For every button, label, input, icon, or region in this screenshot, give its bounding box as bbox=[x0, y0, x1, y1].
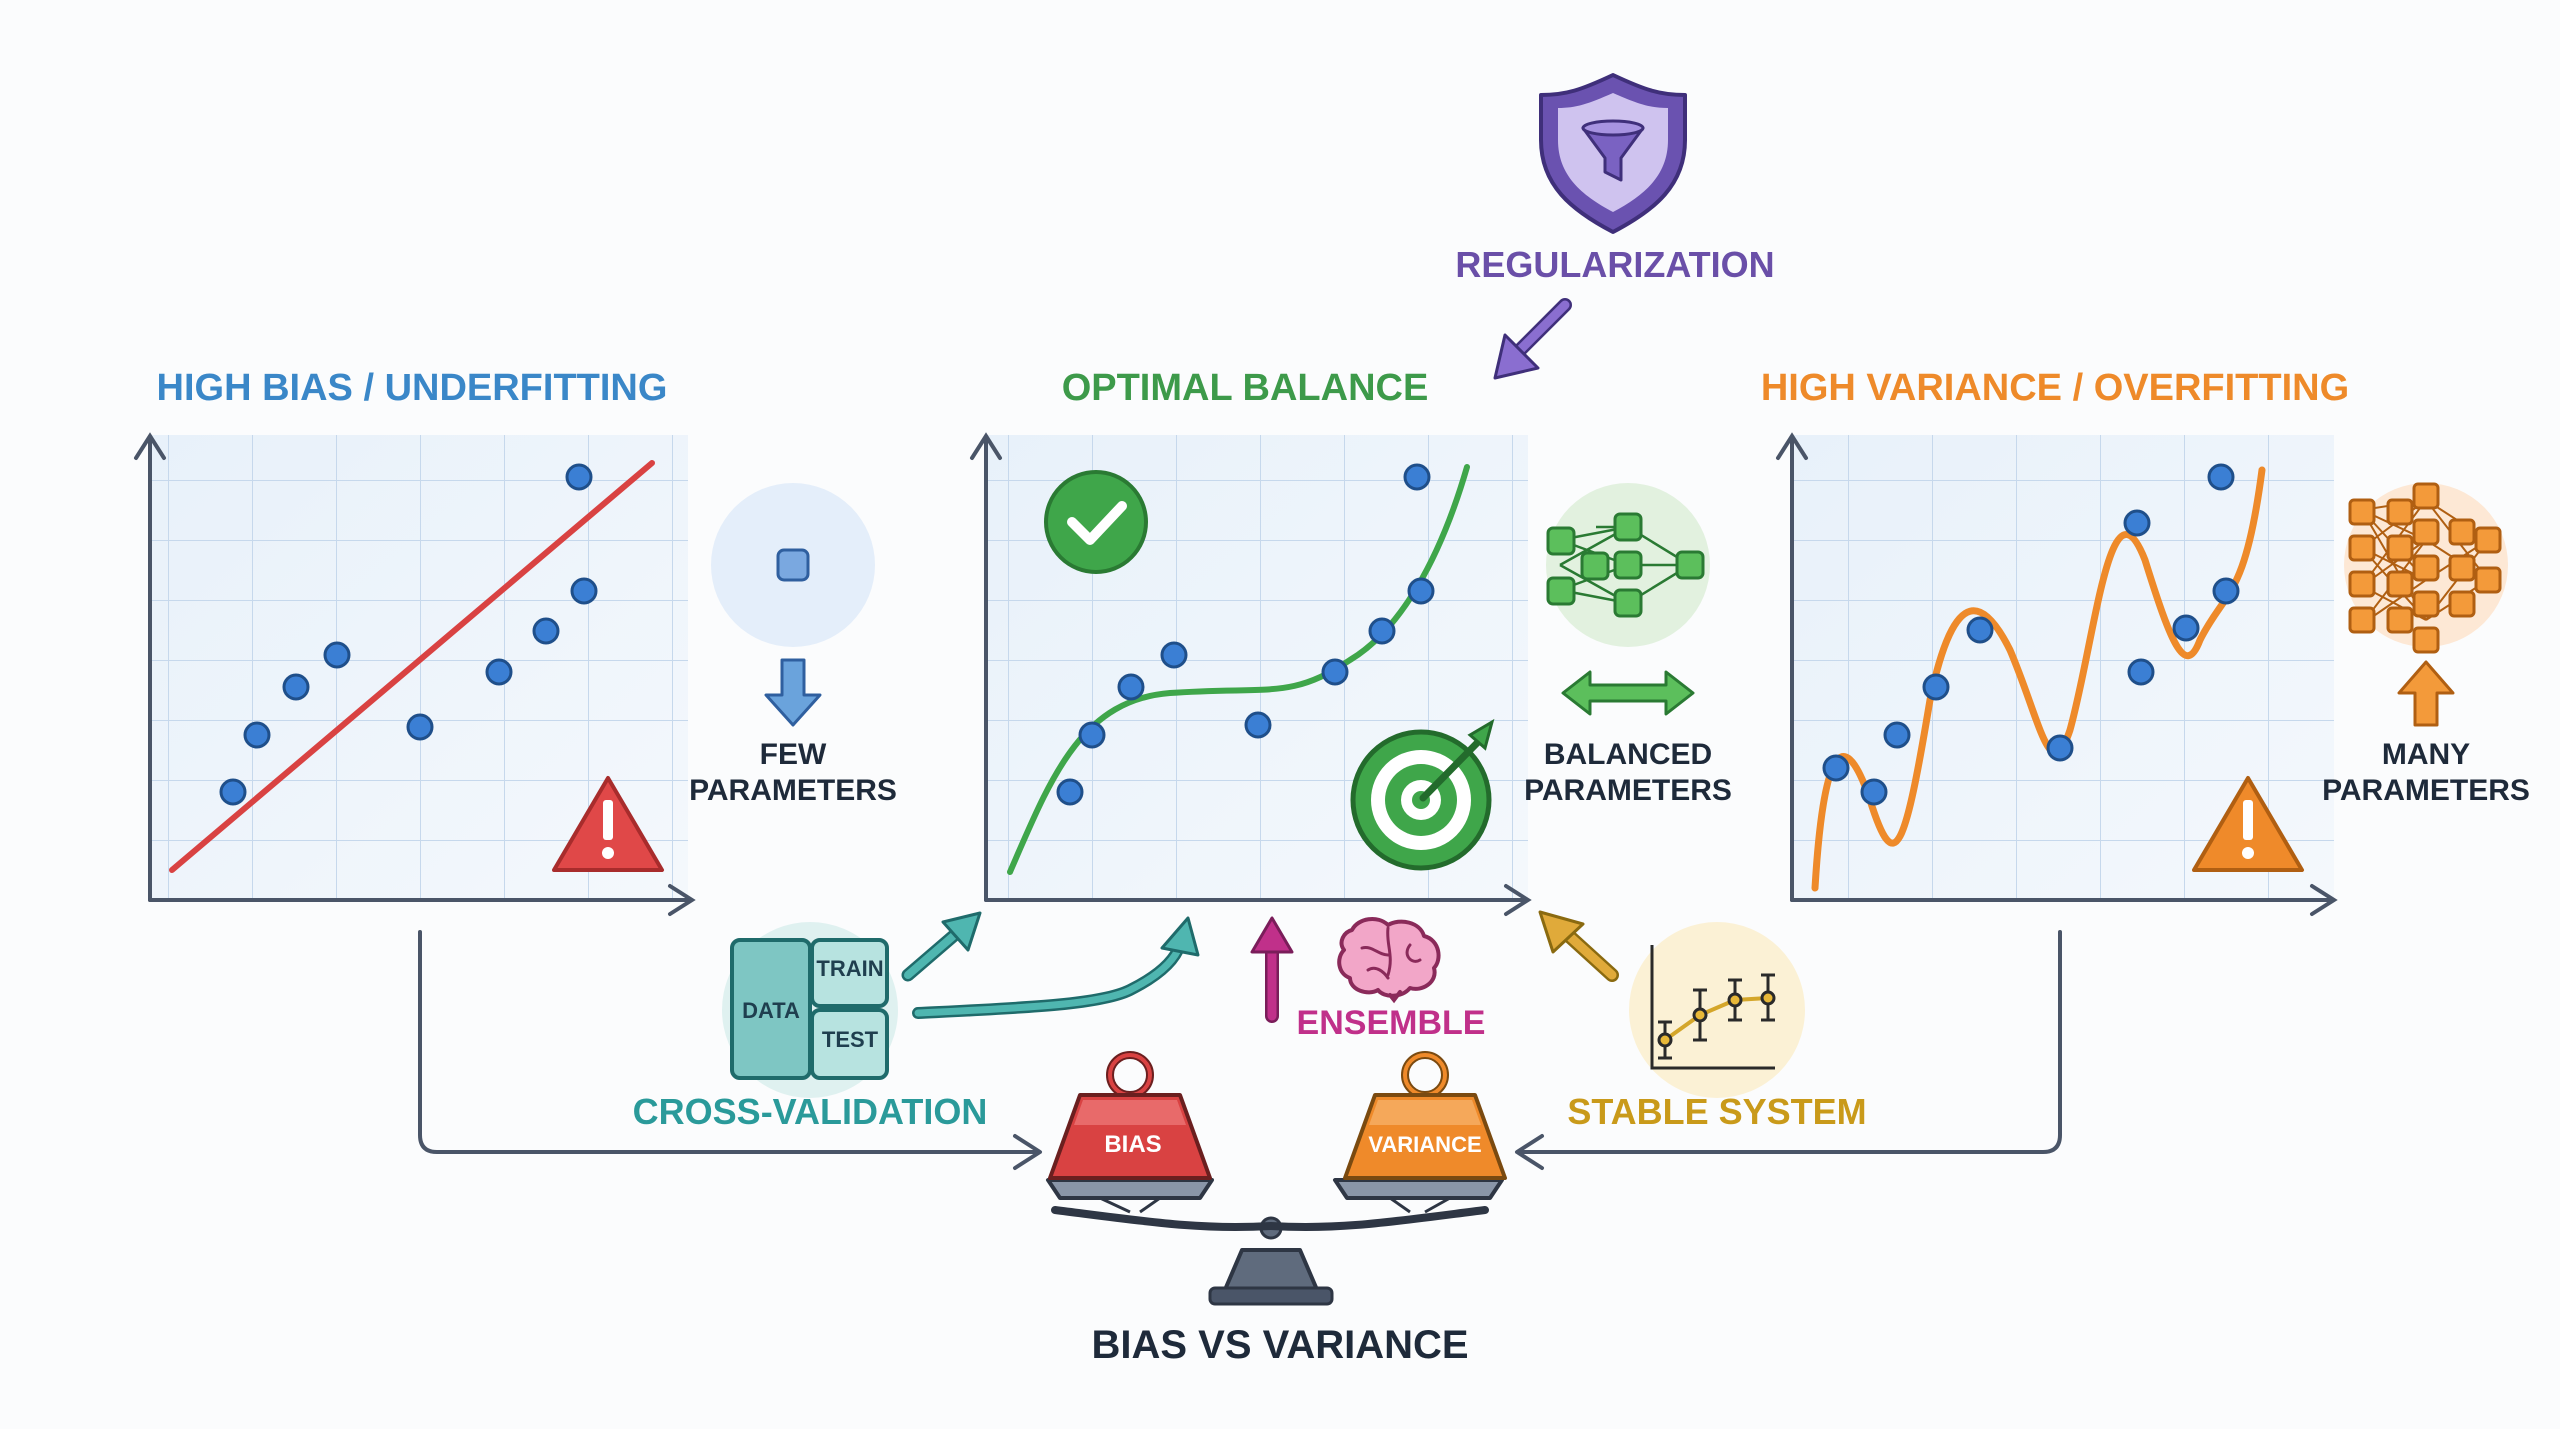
connector-lines bbox=[418, 930, 2062, 1170]
data-point bbox=[1922, 673, 1950, 701]
cv-arrow-long bbox=[912, 916, 1200, 1019]
overfit-axes bbox=[1776, 432, 2338, 916]
balanced-params-line2: PARAMETERS bbox=[1524, 774, 1732, 807]
test-block-label: TEST bbox=[822, 1027, 879, 1052]
regularization-arrow bbox=[1493, 298, 1572, 380]
overfit-fit-curve bbox=[1811, 466, 2266, 892]
underfit-fit-line bbox=[169, 460, 655, 873]
data-point bbox=[243, 721, 271, 749]
data-point bbox=[565, 463, 593, 491]
stable-system-label: STABLE SYSTEM bbox=[1567, 1091, 1866, 1132]
few-parameters-group: FEW PARAMETERS bbox=[689, 483, 897, 807]
few-params-line1: FEW bbox=[760, 738, 827, 771]
error-bar-chart-icon bbox=[1650, 945, 1776, 1070]
optimal-axes bbox=[970, 432, 1532, 916]
data-point bbox=[2207, 463, 2235, 491]
data-point bbox=[1403, 463, 1431, 491]
underfit-axes bbox=[134, 432, 696, 916]
data-point bbox=[1883, 721, 1911, 749]
warning-icon bbox=[552, 776, 664, 872]
data-point bbox=[282, 673, 310, 701]
data-split-icon bbox=[730, 938, 889, 1080]
underfit-panel: HIGH BIAS / UNDERFITTING bbox=[134, 367, 696, 916]
ensemble-group: ENSEMBLE bbox=[1250, 916, 1486, 1042]
shield-funnel-icon bbox=[1539, 73, 1687, 234]
data-point bbox=[1822, 754, 1850, 782]
dense-network-icon bbox=[2348, 482, 2502, 654]
data-point bbox=[570, 577, 598, 605]
data-point bbox=[2212, 577, 2240, 605]
data-point bbox=[1407, 577, 1435, 605]
data-point bbox=[2172, 614, 2200, 642]
data-point bbox=[1056, 778, 1084, 806]
balanced-params-line1: BALANCED bbox=[1544, 738, 1712, 771]
arrow-up-icon bbox=[2397, 660, 2455, 727]
balanced-network-icon bbox=[1546, 512, 1705, 618]
double-arrow-icon bbox=[1561, 670, 1695, 716]
underfit-points bbox=[219, 463, 598, 806]
variance-weight bbox=[1343, 1051, 1507, 1180]
data-block-label: DATA bbox=[742, 998, 800, 1023]
target-icon bbox=[1350, 718, 1495, 871]
regularization-group: REGULARIZATION bbox=[1455, 73, 1775, 380]
overfit-title: HIGH VARIANCE / OVERFITTING bbox=[1761, 367, 2349, 409]
optimal-points bbox=[1056, 463, 1435, 806]
data-point bbox=[2046, 734, 2074, 762]
scale-beam bbox=[1046, 1178, 1504, 1232]
variance-weight-label: VARIANCE bbox=[1368, 1132, 1481, 1157]
underfit-title: HIGH BIAS / UNDERFITTING bbox=[157, 367, 668, 409]
data-point bbox=[485, 658, 513, 686]
data-point bbox=[1078, 721, 1106, 749]
ensemble-arrow bbox=[1250, 916, 1294, 1023]
regularization-label: REGULARIZATION bbox=[1455, 244, 1774, 285]
ensemble-label: ENSEMBLE bbox=[1297, 1004, 1486, 1042]
bias-weight-label: BIAS bbox=[1104, 1131, 1161, 1158]
balance-scale: BIAS VARIANCE bbox=[1046, 1051, 1507, 1306]
warning-icon bbox=[2192, 776, 2304, 872]
data-point bbox=[2123, 509, 2151, 537]
many-params-line2: PARAMETERS bbox=[2322, 774, 2530, 807]
many-parameters-group: MANY PARAMETERS bbox=[2322, 482, 2530, 807]
data-point bbox=[1966, 616, 1994, 644]
overfit-points bbox=[1822, 463, 2240, 806]
checkmark-icon bbox=[1044, 470, 1148, 574]
single-node-icon bbox=[776, 548, 810, 582]
data-point bbox=[1244, 711, 1272, 739]
data-point bbox=[1860, 778, 1888, 806]
data-point bbox=[1321, 658, 1349, 686]
scale-caption: BIAS VS VARIANCE bbox=[1091, 1323, 1468, 1367]
cv-arrow-short bbox=[901, 911, 982, 982]
cross-validation-label: CROSS-VALIDATION bbox=[633, 1091, 988, 1132]
bias-weight bbox=[1048, 1051, 1212, 1180]
overfit-panel: HIGH VARIANCE / OVERFITTING bbox=[1761, 367, 2349, 916]
many-params-line1: MANY bbox=[2382, 738, 2470, 771]
stable-system-group: STABLE SYSTEM bbox=[1538, 910, 1867, 1132]
data-point bbox=[532, 617, 560, 645]
few-params-line2: PARAMETERS bbox=[689, 774, 897, 807]
stable-arrow bbox=[1538, 910, 1619, 982]
data-point bbox=[2127, 658, 2155, 686]
balanced-parameters-group: BALANCED PARAMETERS bbox=[1524, 483, 1732, 807]
optimal-title: OPTIMAL BALANCE bbox=[1062, 367, 1429, 409]
data-point bbox=[406, 713, 434, 741]
data-point bbox=[219, 778, 247, 806]
data-point bbox=[1368, 617, 1396, 645]
brain-icon bbox=[1337, 917, 1441, 1004]
arrow-down-icon bbox=[764, 658, 822, 727]
train-block-label: TRAIN bbox=[816, 956, 883, 981]
data-point bbox=[323, 641, 351, 669]
data-point bbox=[1160, 641, 1188, 669]
data-point bbox=[1117, 673, 1145, 701]
cross-validation-group: DATA TRAIN TEST CROSS-VALIDATION bbox=[633, 911, 1200, 1132]
optimal-panel: OPTIMAL BALANCE bbox=[970, 367, 1532, 916]
